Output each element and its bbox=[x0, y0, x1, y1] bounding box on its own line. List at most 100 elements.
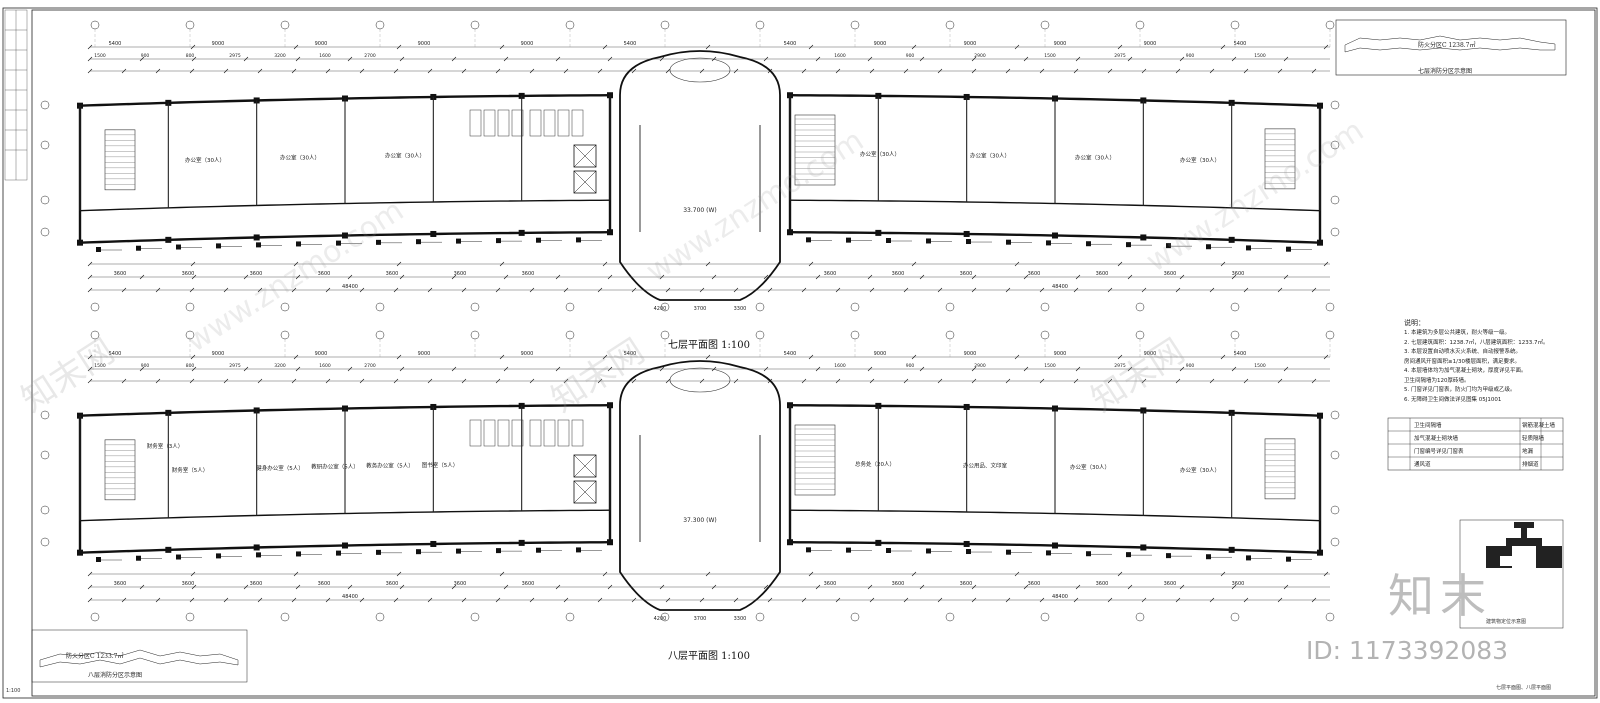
dimension-tick bbox=[903, 68, 909, 74]
note-line: 4. 本层墙体均为加气混凝土砌块，厚度详见平面。 bbox=[1404, 368, 1527, 374]
column bbox=[1052, 542, 1058, 549]
dimension-tick bbox=[1117, 354, 1123, 360]
dimension-tick bbox=[815, 274, 821, 280]
dimension-tick bbox=[1005, 287, 1011, 293]
grid-bubble bbox=[1135, 302, 1145, 312]
central-lobby-outline bbox=[619, 360, 781, 611]
dimension-tick bbox=[87, 44, 93, 50]
dimension-tick bbox=[705, 571, 711, 577]
dimension-tick bbox=[191, 274, 197, 280]
column bbox=[165, 546, 172, 553]
balcony-post bbox=[886, 548, 891, 554]
dimension-tick bbox=[563, 378, 569, 384]
column bbox=[1228, 546, 1235, 553]
dimension-tick bbox=[1014, 354, 1020, 360]
dimension-text: 48400 bbox=[1052, 284, 1068, 290]
dimension-tick bbox=[733, 378, 739, 384]
seventh-key-plan-caption: 七层消防分区示意图 bbox=[1418, 68, 1473, 75]
grid-bubble bbox=[90, 302, 100, 312]
dome-outline bbox=[669, 57, 731, 83]
column bbox=[1317, 239, 1323, 246]
dimension-tick bbox=[1323, 261, 1329, 267]
dimension-tick bbox=[665, 378, 671, 384]
column bbox=[342, 542, 348, 549]
dimension-tick bbox=[597, 68, 603, 74]
dimension-text: 9000 bbox=[418, 41, 431, 47]
balcony-post bbox=[176, 554, 181, 560]
column bbox=[963, 540, 970, 547]
dimension-tick bbox=[903, 597, 909, 603]
balcony-post bbox=[296, 241, 301, 247]
location-stamp-icon bbox=[1486, 522, 1562, 568]
grid-bubble bbox=[375, 330, 385, 340]
balcony-post bbox=[496, 548, 501, 554]
balcony-post bbox=[846, 547, 851, 553]
dimension-tick bbox=[189, 68, 195, 74]
balcony-post bbox=[456, 238, 461, 244]
dimension-tick bbox=[1209, 287, 1215, 293]
elevator-shaft bbox=[573, 170, 597, 194]
dimension-text: 9000 bbox=[964, 351, 977, 357]
dimension-tick bbox=[563, 597, 569, 603]
toilet-stall bbox=[511, 419, 524, 447]
room-label: 办公室（30人） bbox=[860, 150, 900, 158]
dimension-tick bbox=[325, 378, 331, 384]
dimension-tick bbox=[835, 68, 841, 74]
dimension-tick bbox=[971, 366, 977, 372]
grid-bubble bbox=[1040, 330, 1050, 340]
dimension-tick bbox=[937, 68, 943, 74]
dimension-text: 3600 bbox=[1232, 581, 1245, 587]
dimension-tick bbox=[937, 378, 943, 384]
grid-bubble bbox=[755, 20, 765, 30]
dimension-tick bbox=[347, 366, 353, 372]
dimension-tick bbox=[1141, 68, 1147, 74]
dimension-tick bbox=[191, 584, 197, 590]
room-label: 办公室（30人） bbox=[970, 151, 1010, 159]
dimension-tick bbox=[1127, 584, 1133, 590]
balcony-post bbox=[1006, 239, 1011, 245]
grid-bubble bbox=[40, 195, 50, 205]
dimension-text: 9000 bbox=[315, 351, 328, 357]
dimension-tick bbox=[711, 274, 717, 280]
dimension-tick bbox=[451, 584, 457, 590]
dimension-tick bbox=[1311, 378, 1317, 384]
dimension-tick bbox=[607, 584, 613, 590]
dimension-tick bbox=[325, 287, 331, 293]
grid-bubble bbox=[565, 612, 575, 622]
column bbox=[875, 539, 882, 546]
dimension-tick bbox=[503, 56, 509, 62]
dimension-tick bbox=[495, 68, 501, 74]
toilet-stall bbox=[497, 109, 510, 137]
dimension-tick bbox=[155, 287, 161, 293]
legend-entry: 门窗编号详见门窗表 bbox=[1414, 449, 1464, 455]
dimension-text: 900 bbox=[141, 53, 150, 59]
note-line: 3. 本层设置自动喷水灭火系统、自动报警系统。 bbox=[1404, 349, 1521, 355]
toilet-stall bbox=[557, 419, 570, 447]
dimension-tick bbox=[396, 261, 402, 267]
dimension-text: 900 bbox=[906, 53, 915, 59]
dimension-text: 3600 bbox=[1232, 271, 1245, 277]
dimension-text: 5400 bbox=[1234, 351, 1247, 357]
dimension-tick bbox=[139, 274, 145, 280]
dimension-tick bbox=[1323, 354, 1329, 360]
legend-entry: 地漏 bbox=[1522, 449, 1534, 455]
dimension-text: 3600 bbox=[182, 271, 195, 277]
dimension-tick bbox=[396, 571, 402, 577]
dimension-tick bbox=[1179, 56, 1185, 62]
dimension-tick bbox=[1311, 287, 1317, 293]
dimension-tick bbox=[1179, 584, 1185, 590]
dimension-tick bbox=[1179, 366, 1185, 372]
dimension-tick bbox=[555, 366, 561, 372]
note-line: 卫生间隔墙为120厚砖墙。 bbox=[1404, 377, 1470, 384]
dimension-text: 3600 bbox=[522, 271, 535, 277]
note-line: 1. 本建筑为多层公共建筑，耐火等级一级。 bbox=[1404, 330, 1510, 336]
grid-bubble bbox=[280, 330, 290, 340]
grid-bubble bbox=[90, 330, 100, 340]
legend-entry: 卫生间隔墙 bbox=[1414, 423, 1442, 429]
room-label: 教研办公室（5人） bbox=[311, 463, 359, 471]
dimension-tick bbox=[399, 274, 405, 280]
grid-bubble bbox=[1230, 330, 1240, 340]
legend-entry: 排烟道 bbox=[1522, 462, 1539, 468]
dimension-tick bbox=[393, 378, 399, 384]
column bbox=[165, 236, 172, 243]
